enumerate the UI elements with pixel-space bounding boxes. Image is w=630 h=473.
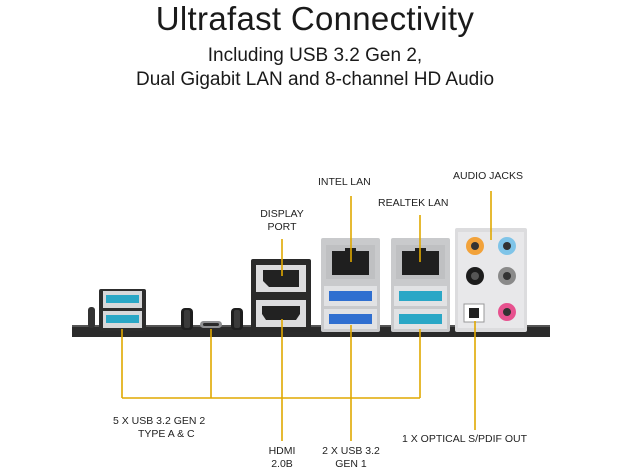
audio-jack-block-icon [455, 228, 527, 332]
label-usb-gen2-line2: TYPE A & C [138, 428, 195, 440]
label-realtek-lan: REALTEK LAN [378, 197, 449, 209]
board-strip [72, 327, 550, 337]
subtitle-line-1: Including USB 3.2 Gen 2, [207, 45, 423, 66]
page-title: Ultrafast Connectivity [155, 0, 475, 37]
standoff-1-icon [181, 308, 193, 330]
displayport-hdmi-stack-icon [251, 259, 311, 332]
label-display-port-line1: DISPLAY [260, 208, 304, 220]
realtek-lan-usb-stack-icon [391, 238, 450, 332]
label-hdmi-line2: 2.0B [271, 458, 293, 470]
standoff-left-icon [88, 307, 95, 328]
label-usb-gen1-line2: GEN 1 [335, 458, 367, 470]
leader-lines [121, 191, 492, 441]
label-intel-lan: INTEL LAN [318, 176, 371, 188]
label-usb-gen2-line1: 5 X USB 3.2 GEN 2 [113, 415, 206, 427]
label-hdmi-line1: HDMI [268, 445, 296, 457]
standoff-2-icon [231, 308, 243, 330]
label-audio-jacks: AUDIO JACKS [453, 170, 524, 182]
label-display-port-line2: PORT [267, 221, 297, 233]
label-optical: 1 X OPTICAL S/PDIF OUT [402, 433, 528, 445]
label-usb-gen1-line1: 2 X USB 3.2 [322, 445, 380, 457]
usb-type-c-icon [200, 321, 222, 328]
usb-gen2-stack-icon [99, 289, 146, 331]
subtitle-line-2: Dual Gigabit LAN and 8-channel HD Audio [135, 69, 495, 90]
